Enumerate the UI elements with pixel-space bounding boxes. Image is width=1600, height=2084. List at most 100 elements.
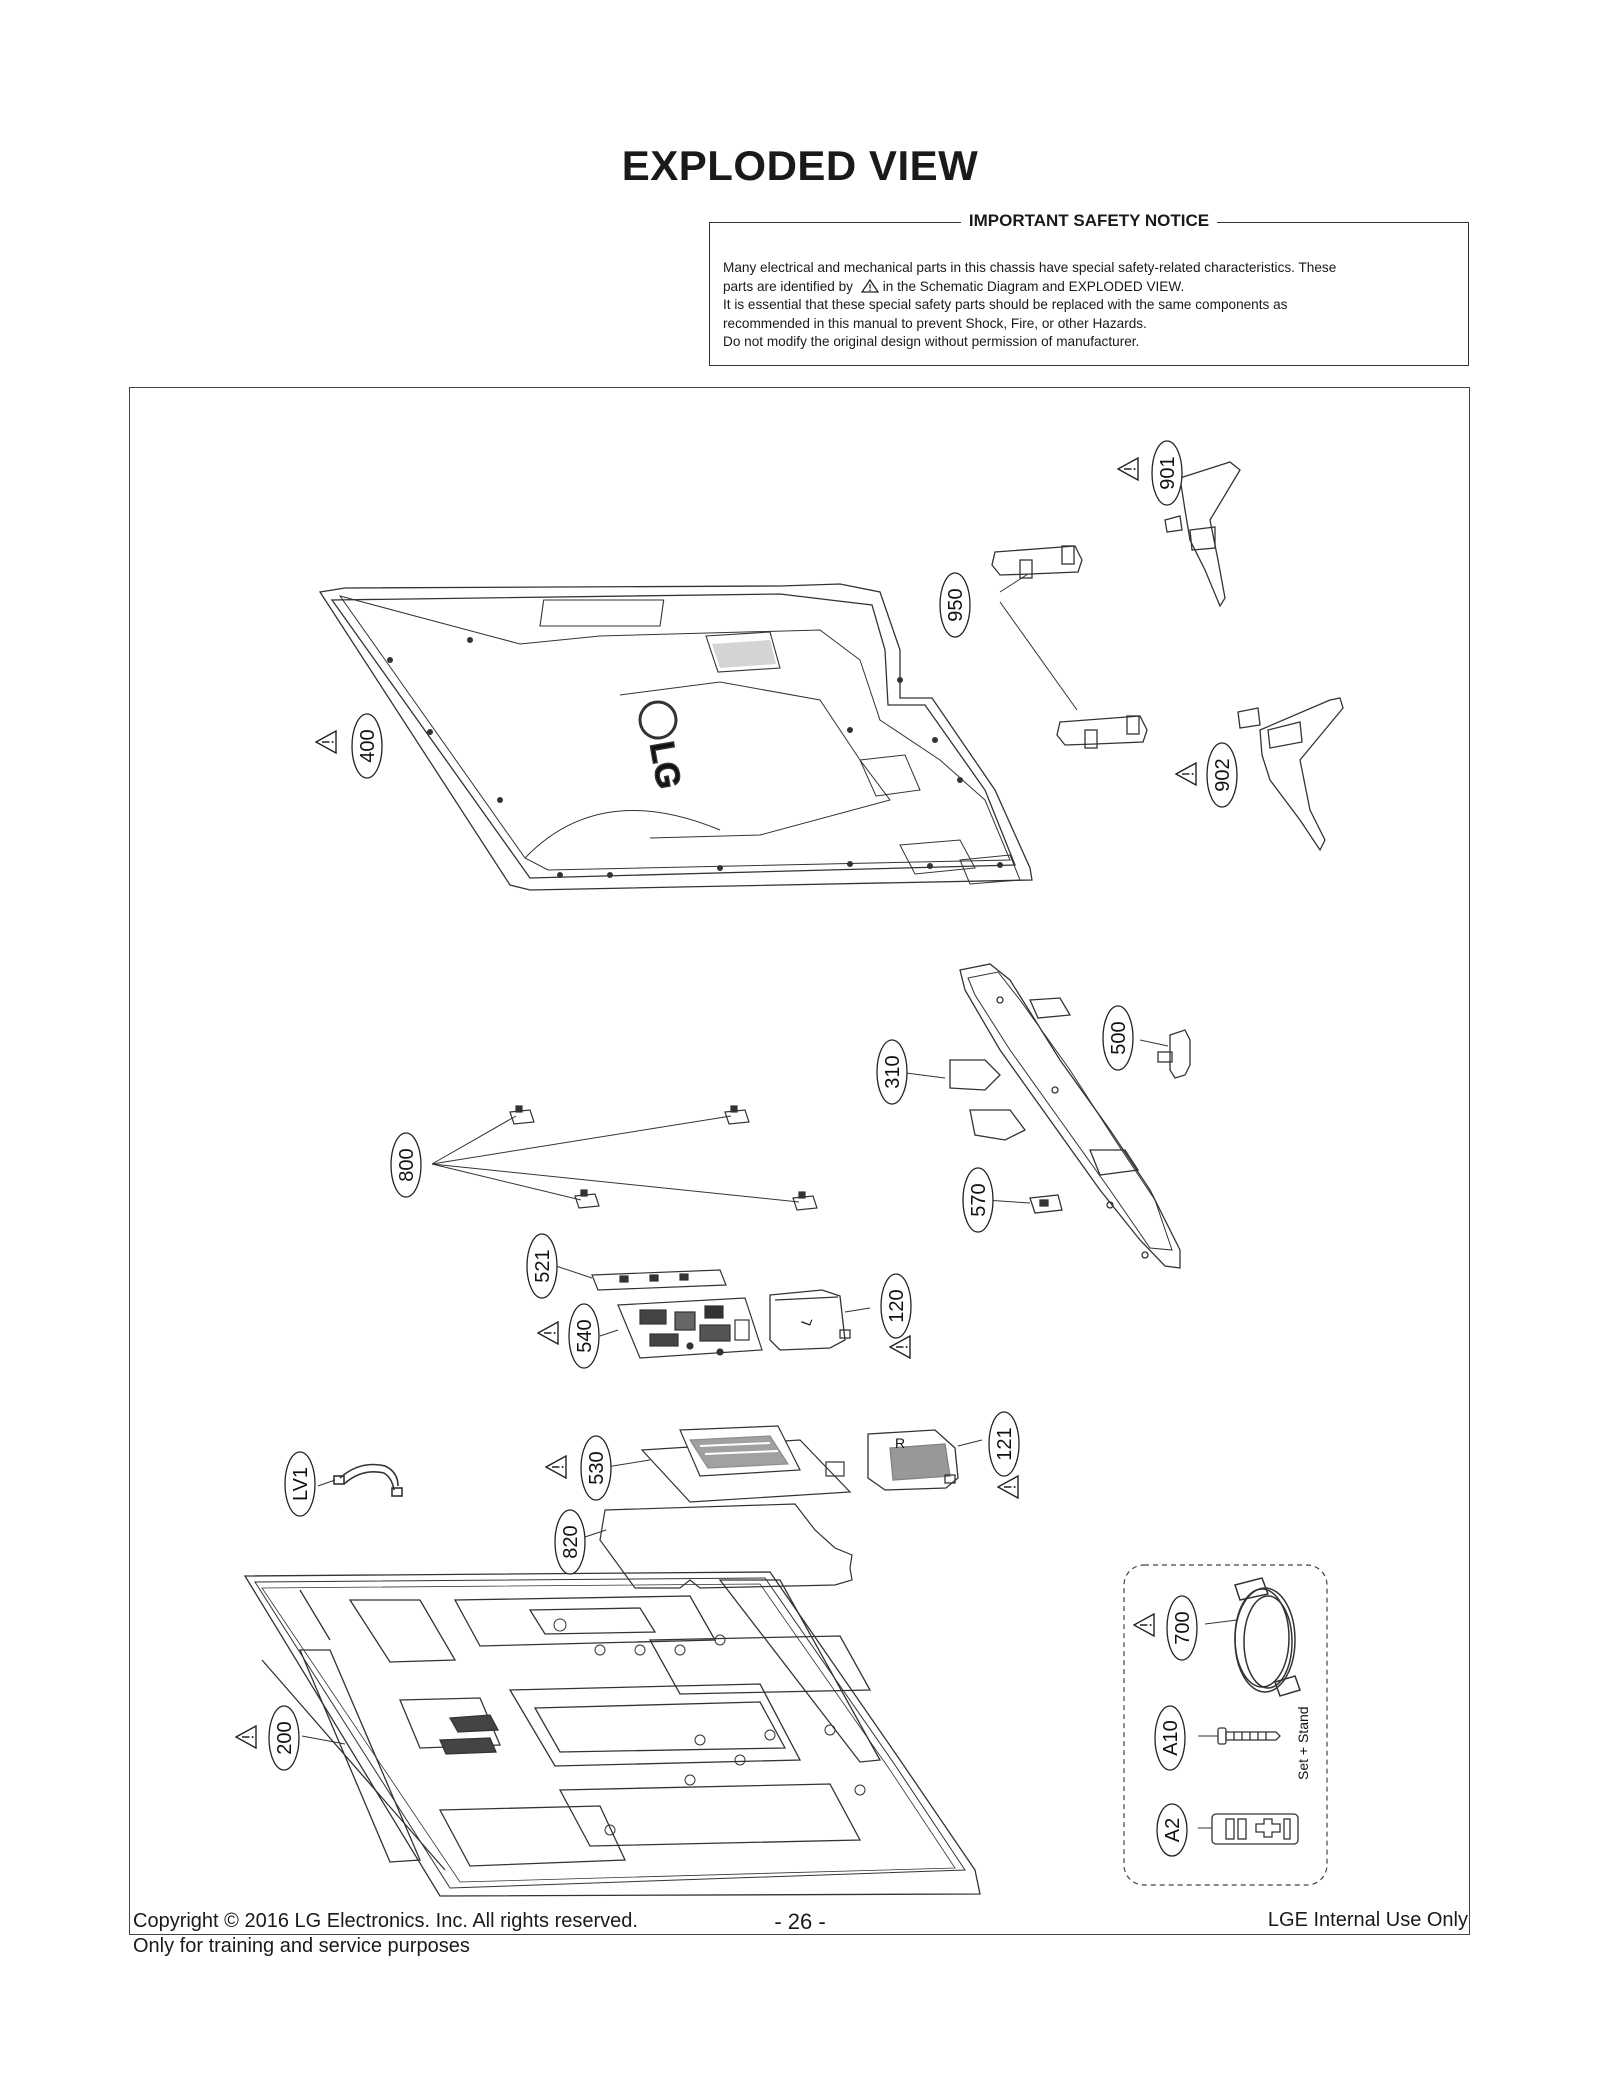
footer-copyright-block: Copyright © 2016 LG Electronics. Inc. Al…: [133, 1909, 638, 1959]
part-label-950: 950: [939, 572, 971, 638]
svg-text:540: 540: [574, 1319, 596, 1352]
supporter-800-part: [509, 1105, 818, 1211]
svg-text:121: 121: [994, 1427, 1016, 1460]
svg-text:310: 310: [882, 1055, 904, 1088]
set-stand-label: Set + Stand: [1295, 1706, 1311, 1780]
power-cord-700-part: [1234, 1577, 1301, 1697]
warning-icon: [997, 1475, 1019, 1499]
svg-text:570: 570: [968, 1183, 990, 1216]
leader-line-500: [1139, 1039, 1169, 1047]
leader-line-121: [957, 1439, 983, 1447]
back-cover-part: [318, 583, 1033, 891]
leader-line-540: [599, 1329, 619, 1337]
part-label-901: 901: [1151, 440, 1183, 506]
leader-line-lv1: [317, 1479, 336, 1487]
warning-icon: [1117, 457, 1139, 481]
module-screws: [553, 1618, 866, 1836]
warning-icon: [889, 1335, 911, 1359]
part-label-200: 200: [268, 1705, 300, 1771]
part-label-800: 800: [390, 1132, 422, 1198]
svg-text:800: 800: [396, 1148, 418, 1181]
leader-line-521: [555, 1265, 593, 1279]
part-label-521: 521: [526, 1233, 558, 1299]
safety-notice-body: Many electrical and mechanical parts in …: [723, 259, 1454, 352]
footer-purpose: Only for training and service purposes: [133, 1935, 470, 1957]
leader-line-820: [581, 1529, 607, 1539]
svg-text:901: 901: [1157, 456, 1179, 489]
warning-icon: [1175, 762, 1197, 786]
power-board-530-part: [640, 1425, 852, 1503]
svg-text:A10: A10: [1160, 1720, 1182, 1756]
footer-copyright: Copyright © 2016 LG Electronics. Inc. Al…: [133, 1910, 638, 1932]
notice-line: in the Schematic Diagram and EXPLODED VI…: [882, 278, 1185, 294]
speaker-l-120-part: L: [769, 1289, 851, 1351]
svg-text:820: 820: [560, 1525, 582, 1558]
notice-line: Do not modify the original design withou…: [723, 334, 1140, 349]
main-board-540-part: [617, 1297, 763, 1359]
back-cover-logo: LG: [638, 700, 688, 792]
svg-text:700: 700: [1172, 1611, 1194, 1644]
back-cover-logo-text: LG: [642, 739, 688, 792]
notice-line: recommended in this manual to prevent Sh…: [723, 315, 1147, 331]
part-label-700: 700: [1166, 1595, 1198, 1661]
warning-icon: [315, 730, 337, 754]
part-label-a2: A2: [1156, 1803, 1188, 1857]
safety-notice-box: IMPORTANT SAFETY NOTICE Many electrical …: [709, 211, 1469, 366]
cable-lv1-part: [333, 1463, 403, 1497]
leader-line-950: [999, 573, 1029, 593]
leader-line-120: [844, 1307, 871, 1313]
warning-icon: [537, 1321, 559, 1345]
leader-line-200: [301, 1735, 346, 1745]
warning-icon: [545, 1455, 567, 1479]
svg-text:400: 400: [357, 729, 379, 762]
notice-line: It is essential that these special safet…: [723, 297, 1288, 312]
svg-text:500: 500: [1108, 1021, 1130, 1054]
part-label-570: 570: [962, 1167, 994, 1233]
part-label-902: 902: [1206, 742, 1238, 808]
part-label-310: 310: [876, 1039, 908, 1105]
label-a2-part: [1211, 1813, 1299, 1845]
accessory-box: [1123, 1564, 1328, 1886]
leader-lines-800: [431, 1115, 800, 1203]
svg-text:950: 950: [945, 588, 967, 621]
speaker-l-mark: L: [797, 1315, 815, 1328]
svg-text:120: 120: [886, 1289, 908, 1322]
part-label-a10: A10: [1154, 1705, 1186, 1771]
shield-521-part: [591, 1269, 727, 1291]
svg-text:530: 530: [586, 1451, 608, 1484]
lcd-module-200-part: [243, 1571, 981, 1897]
switch-500-part: [1157, 1029, 1191, 1079]
screw-a10-part: [1217, 1727, 1281, 1745]
leader-line-700: [1204, 1619, 1238, 1625]
stand-902-part: [1237, 697, 1344, 852]
rear-bracket-part: [949, 963, 1181, 1269]
svg-text:A2: A2: [1162, 1818, 1184, 1842]
part-label-820: 820: [554, 1509, 586, 1575]
part-label-530: 530: [580, 1435, 612, 1501]
stand-901-part: [1164, 461, 1241, 608]
back-cover-screws: [387, 637, 1003, 878]
part-label-400: 400: [351, 713, 383, 779]
part-label-120: 120: [880, 1273, 912, 1339]
part-label-540: 540: [568, 1303, 600, 1369]
footer-internal-use: LGE Internal Use Only: [1267, 1909, 1468, 1931]
part-label-500: 500: [1102, 1005, 1134, 1071]
warning-icon: [235, 1725, 257, 1749]
page-title: EXPLODED VIEW: [621, 142, 979, 189]
diagram-frame: [129, 387, 1470, 1935]
svg-text:200: 200: [274, 1721, 296, 1754]
safety-notice-title: IMPORTANT SAFETY NOTICE: [960, 211, 1218, 230]
page-number: - 26 -: [774, 1909, 826, 1934]
safety-warning-icon: [860, 278, 879, 293]
svg-text:902: 902: [1212, 758, 1234, 791]
insulator-820-part: [599, 1503, 853, 1589]
ir-570-part: [1029, 1194, 1063, 1214]
notice-line: parts are identified by: [723, 278, 853, 294]
notice-line: Many electrical and mechanical parts in …: [723, 260, 1337, 275]
svg-text:LV1: LV1: [290, 1467, 312, 1501]
part-label-121: 121: [988, 1411, 1020, 1477]
speaker-r-mark: R: [895, 1435, 905, 1451]
stand-guide-part: [991, 545, 1148, 749]
part-label-lv1: LV1: [284, 1451, 316, 1517]
